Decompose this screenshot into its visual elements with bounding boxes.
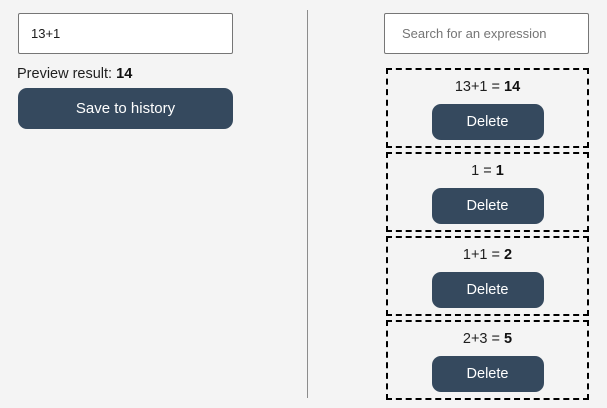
history-expression-result: 1 [495,163,504,179]
delete-history-item-button[interactable]: Delete [431,104,544,140]
save-to-history-button[interactable]: Save to history [18,88,233,129]
expression-editor-panel: Preview result: 14 Save to history [0,0,290,408]
history-expression-result: 14 [504,79,521,95]
history-expression: 2+3 = 5 [463,327,512,351]
history-expression-text: 1 = [471,163,496,179]
panel-divider [307,10,308,398]
preview-result-value: 14 [116,66,133,82]
delete-history-item-button[interactable]: Delete [431,188,544,224]
history-expression-result: 5 [504,331,513,347]
history-expression-text: 13+1 = [454,79,505,95]
history-expression: 13+1 = 14 [455,75,520,99]
search-input[interactable] [384,13,589,54]
preview-result-label: Preview result: [17,66,113,82]
expression-input[interactable] [18,13,233,54]
history-expression-text: 1+1 = [462,247,505,263]
preview-result: Preview result: 14 [17,66,132,82]
delete-history-item-button[interactable]: Delete [431,272,544,308]
delete-history-item-button[interactable]: Delete [431,356,544,392]
history-expression: 1+1 = 2 [463,243,512,267]
history-expression-text: 2+3 = [462,331,505,347]
history-expression-result: 2 [504,247,513,263]
history-expression: 1 = 1 [471,159,504,183]
